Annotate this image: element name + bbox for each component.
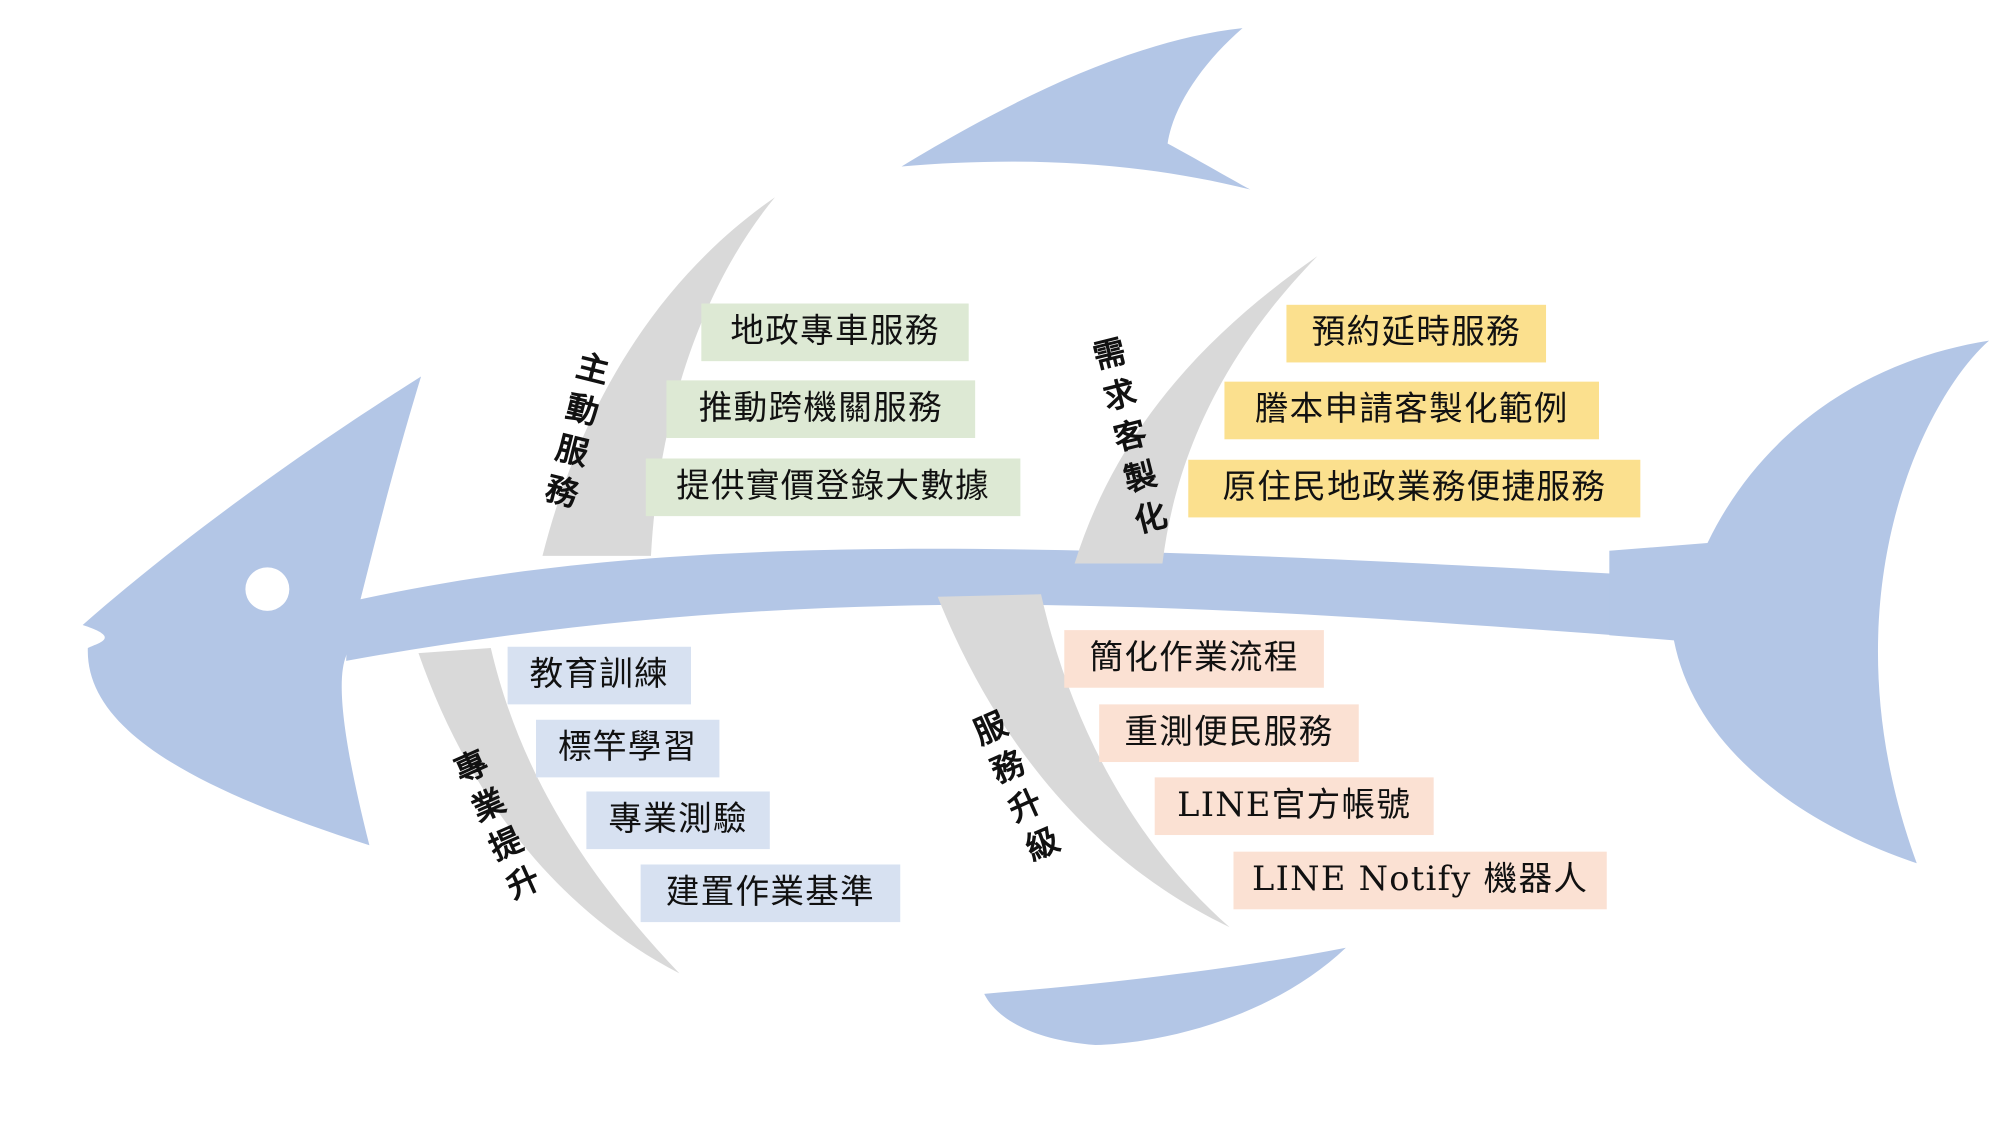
item-proactive-2: 推動跨機關服務 [666,380,976,438]
bone-lower-right [937,594,1230,928]
item-custom-2: 謄本申請客製化範例 [1224,381,1600,440]
item-professional-1: 教育訓練 [507,646,692,705]
fish-eye [245,567,290,611]
item-upgrade-2: 重測便民服務 [1099,704,1359,763]
item-upgrade-1: 簡化作業流程 [1064,630,1324,688]
fish-head [82,376,422,846]
item-upgrade-3: LINE官方帳號 [1154,777,1434,836]
item-professional-3: 專業測驗 [586,791,770,850]
bone-upper-left [542,197,775,556]
item-professional-2: 標竿學習 [536,719,720,778]
item-proactive-1: 地政專車服務 [701,303,969,362]
item-custom-1: 預約延時服務 [1286,304,1547,363]
fish-spine [346,548,1615,661]
item-upgrade-4: LINE Notify 機器人 [1233,851,1607,910]
bone-upper-right [1074,256,1318,564]
item-professional-4: 建置作業基準 [640,864,901,923]
fish-bottom-fin [984,947,1346,1046]
item-proactive-3: 提供實價登錄大數據 [645,458,1021,517]
item-custom-3: 原住民地政業務便捷服務 [1188,459,1641,518]
bone-lower-left [418,648,680,974]
fish-tail [1609,340,1990,864]
fish-top-fin [901,28,1251,190]
